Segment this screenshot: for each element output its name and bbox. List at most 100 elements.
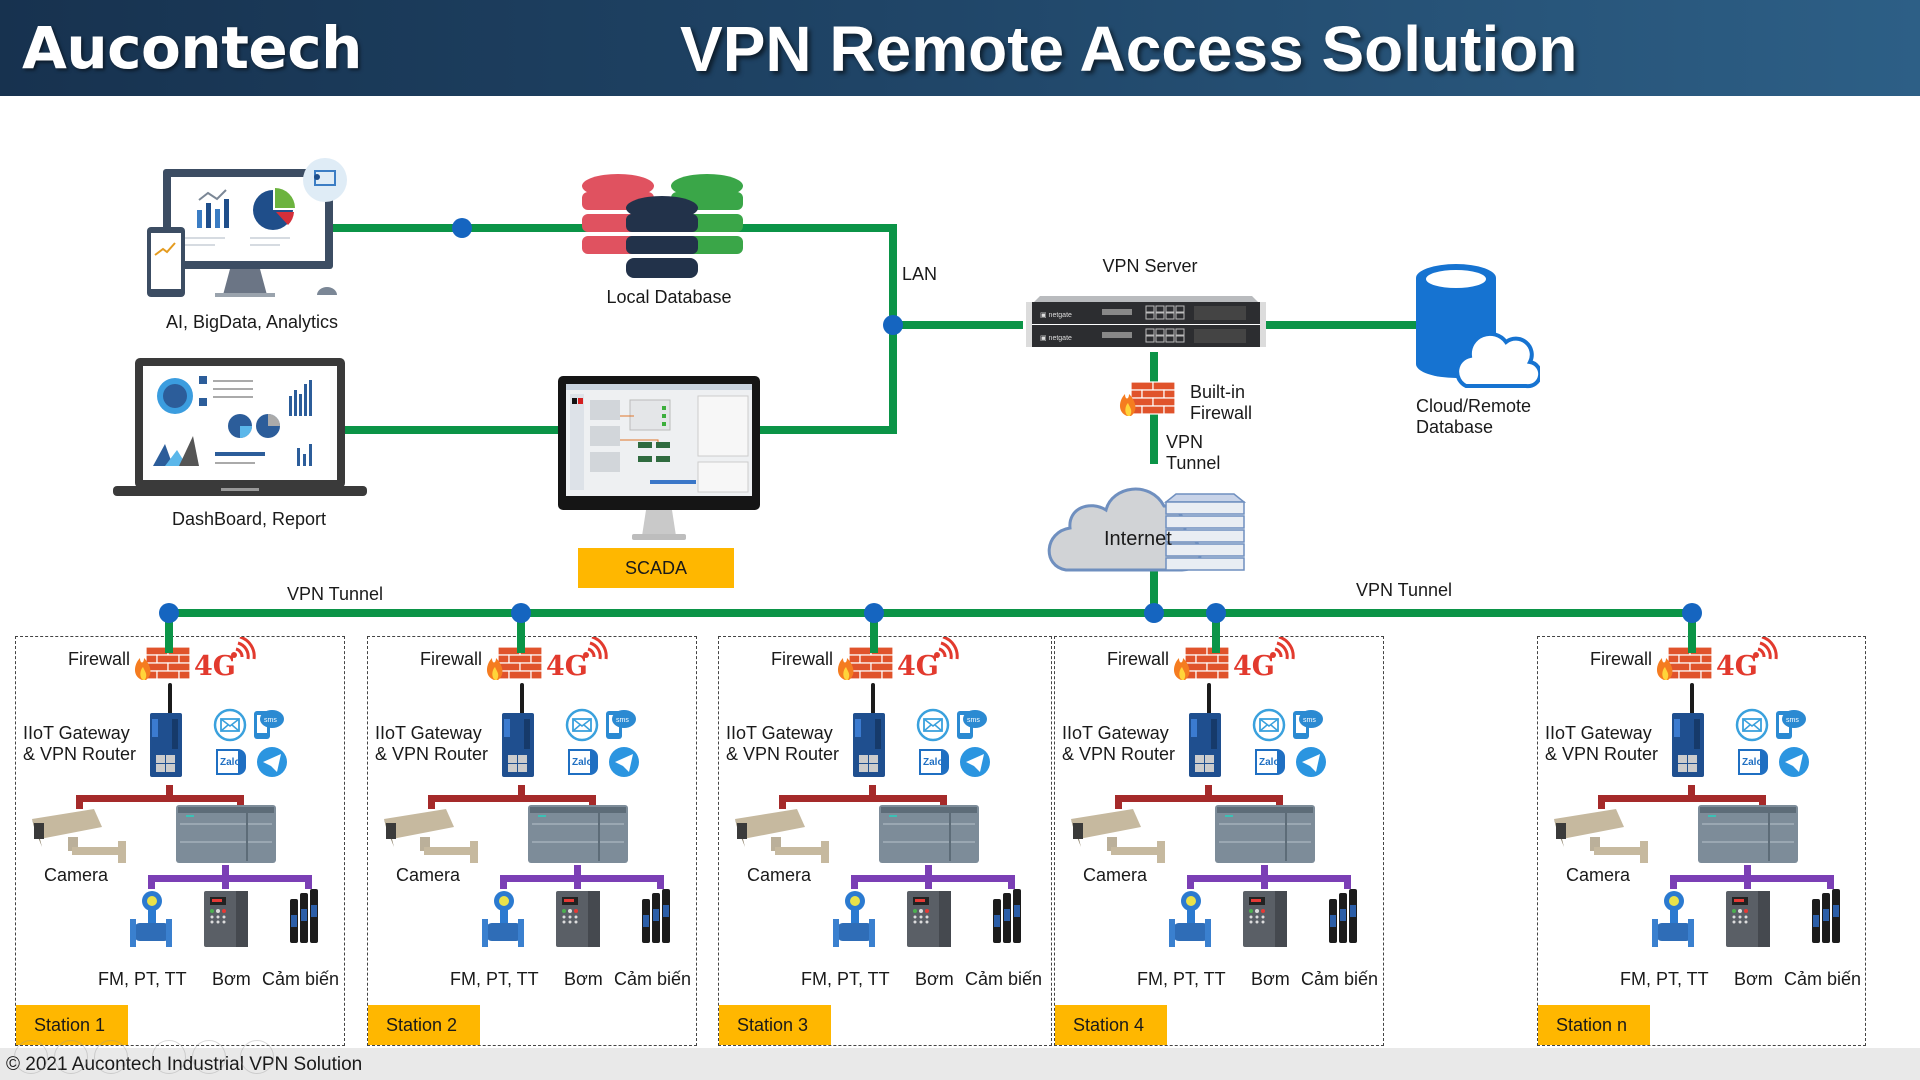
station-4g-icon: 4G — [1716, 637, 1780, 683]
netgate-brand-top: ▣ netgate — [1040, 312, 1072, 319]
pen-tool-button[interactable] — [94, 1040, 128, 1074]
iiot-gateway-icon — [1185, 683, 1225, 779]
gateway-line1: IIoT Gateway — [1062, 723, 1169, 743]
zoom-button[interactable] — [192, 1040, 226, 1074]
notification-icons: sms Zalo — [1251, 707, 1331, 779]
flowmeter-icon — [1167, 889, 1211, 951]
pump-label: Bơm — [564, 969, 603, 989]
field-link-right — [1008, 875, 1015, 889]
camera-icon — [1550, 805, 1654, 867]
field-link-bar — [851, 875, 1015, 882]
camera-label: Camera — [1566, 865, 1631, 885]
svg-text:sms: sms — [1786, 717, 1799, 724]
field-link-right — [1827, 875, 1834, 889]
camera-icon — [380, 805, 484, 867]
instruments-label: FM, PT, TT — [1137, 969, 1226, 989]
slides-grid-button[interactable] — [152, 1040, 186, 1074]
vpn-tunnel-left-label: VPN Tunnel — [287, 584, 384, 604]
scada-monitor-icon — [558, 376, 760, 544]
prev-slide-button[interactable] — [14, 1040, 48, 1074]
sensor-icon — [640, 889, 674, 947]
gateway-line2: & VPN Router — [1545, 743, 1659, 764]
station-drop-line — [165, 613, 173, 653]
plc-link-bar — [428, 795, 596, 802]
gateway-line2: & VPN Router — [375, 743, 489, 764]
gateway-line1: IIoT Gateway — [375, 723, 482, 743]
field-link-left — [500, 875, 507, 889]
plc-link-right — [1759, 795, 1766, 809]
camera-label: Camera — [1083, 865, 1148, 885]
camera-icon — [731, 805, 835, 867]
lan-label: LAN — [902, 264, 938, 284]
next-slide-button[interactable] — [54, 1040, 88, 1074]
station-box-4: Firewall 4G IIoT Ga — [1054, 636, 1384, 1046]
station-4g-icon: 4G — [194, 637, 258, 683]
plc-icon — [176, 803, 280, 865]
field-link-right — [305, 875, 312, 889]
svg-text:Zalo: Zalo — [572, 757, 593, 768]
pump-label: Bơm — [1734, 969, 1773, 989]
vpn-tunnel-line2: Tunnel — [1166, 452, 1221, 473]
internet-cloud-icon — [1046, 466, 1250, 572]
local-database-label: Local Database — [606, 287, 732, 307]
plc-link-stem — [166, 785, 173, 799]
plc-link-left — [76, 795, 83, 809]
plc-icon — [879, 803, 983, 865]
field-link-bar — [500, 875, 664, 882]
station-gateway-label: IIoT Gateway & VPN Router — [23, 723, 136, 764]
plc-link-left — [428, 795, 435, 809]
field-link-stem — [222, 865, 229, 879]
notification-icons: sms Zalo — [564, 707, 644, 779]
field-link-stem — [925, 865, 932, 879]
plc-icon — [528, 803, 632, 865]
svg-text:Zalo: Zalo — [1259, 757, 1280, 768]
vpn-tunnel-internet-down — [1150, 566, 1158, 614]
station-4g-icon: 4G — [897, 637, 961, 683]
vpn-tunnel-right-label: VPN Tunnel — [1356, 580, 1453, 600]
pump-inverter-icon — [905, 889, 955, 949]
lan-node-ai — [452, 218, 472, 238]
gateway-line2: & VPN Router — [23, 743, 137, 764]
flowmeter-icon — [480, 889, 524, 951]
sensor-label: Cảm biến — [262, 969, 340, 989]
bus-node-station — [511, 603, 531, 623]
pump-inverter-icon — [202, 889, 252, 949]
plc-link-right — [589, 795, 596, 809]
field-link-mid — [222, 875, 229, 889]
page-title: VPN Remote Access Solution — [680, 13, 1578, 85]
more-options-button[interactable] — [240, 1040, 274, 1074]
field-link-bar — [1187, 875, 1351, 882]
field-link-left — [1187, 875, 1194, 889]
station-4g-label: 4G — [1233, 651, 1275, 682]
flowmeter-icon — [831, 889, 875, 951]
station-box-3: Firewall 4G IIoT Ga — [718, 636, 1052, 1046]
station-firewall-icon — [835, 645, 895, 681]
cloud-db-line2: Database — [1416, 416, 1494, 437]
station-firewall-label: Firewall — [1590, 649, 1653, 669]
header-bar: Aucontech VPN Remote Access Solution — [0, 0, 1920, 96]
station-firewall-icon — [1171, 645, 1231, 681]
camera-label: Camera — [747, 865, 812, 885]
cloud-db-line1: Cloud/Remote — [1416, 396, 1532, 416]
plc-icon — [1215, 803, 1319, 865]
field-link-right — [1344, 875, 1351, 889]
station-firewall-icon — [132, 645, 192, 681]
sensor-icon — [288, 889, 322, 947]
plc-link-right — [1276, 795, 1283, 809]
vpn-tunnel-vertical-label: VPN Tunnel — [1166, 432, 1220, 473]
station-gateway-label: IIoT Gateway & VPN Router — [1062, 723, 1175, 764]
pump-label: Bơm — [1251, 969, 1290, 989]
station-drop-line — [870, 613, 878, 653]
instruments-label: FM, PT, TT — [1620, 969, 1709, 989]
sensor-label: Cảm biến — [1784, 969, 1862, 989]
gateway-line1: IIoT Gateway — [23, 723, 130, 743]
notification-icons: sms Zalo — [212, 707, 292, 779]
station-box-5: Firewall 4G IIoT Ga — [1537, 636, 1866, 1046]
pump-inverter-icon — [1724, 889, 1774, 949]
line-cloud-db — [1266, 321, 1426, 329]
plc-link-right — [237, 795, 244, 809]
cloud-database-label: Cloud/Remote Database — [1416, 396, 1531, 437]
builtin-firewall-icon — [1117, 380, 1177, 418]
email-icon — [213, 708, 247, 742]
plc-link-stem — [1205, 785, 1212, 799]
